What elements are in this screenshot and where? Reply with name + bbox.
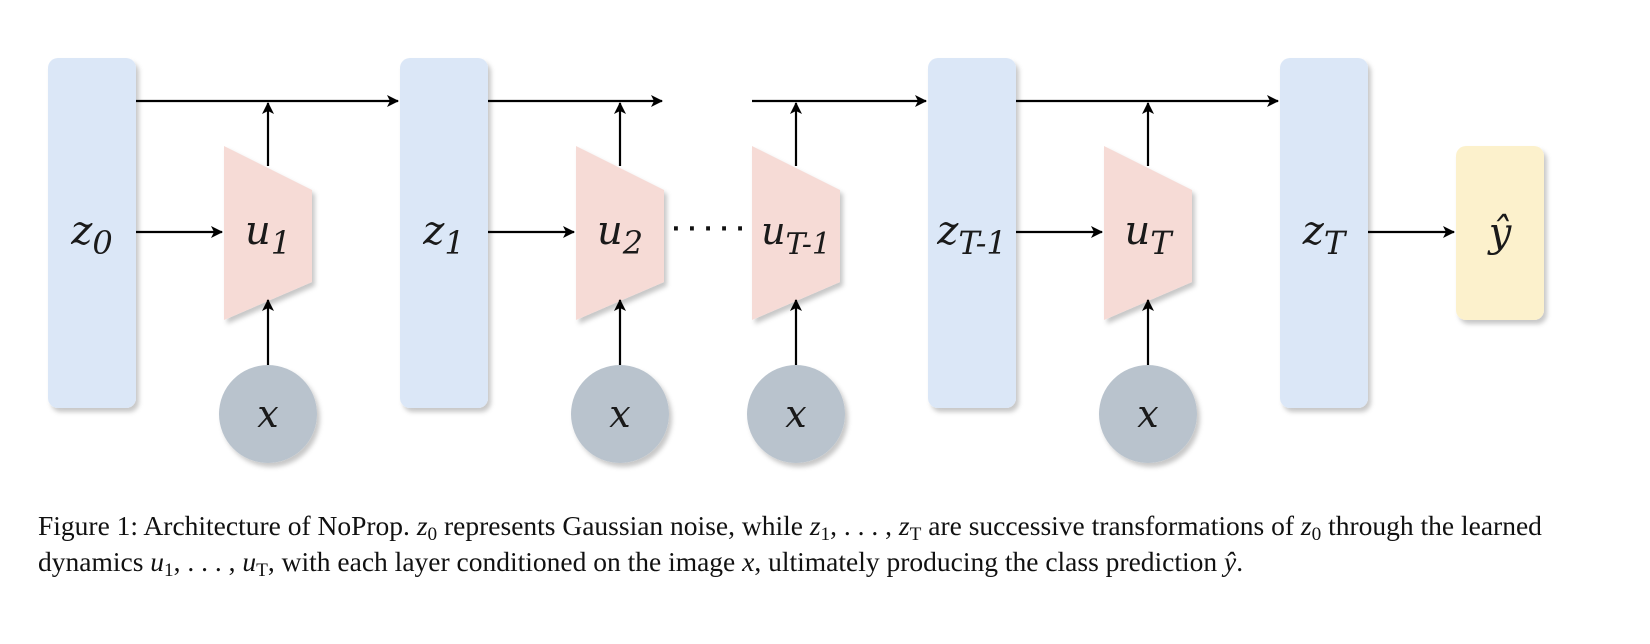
- block-u1: [224, 146, 312, 320]
- ellipsis-dots: · · · · ·: [672, 217, 744, 242]
- caption-text-5: , ultimately producing the class predict…: [754, 546, 1225, 577]
- caption-z0-sub: 0: [427, 523, 438, 545]
- caption-zT-sub: T: [909, 523, 922, 545]
- block-u2: [576, 146, 664, 320]
- label-x-1: x: [257, 392, 278, 436]
- state-box-zT: [1280, 58, 1368, 408]
- input-circle-x-1: [219, 365, 317, 463]
- label-yhat: ŷ: [1487, 210, 1513, 256]
- block-uT-1: [752, 146, 840, 320]
- caption-x: x: [742, 546, 755, 577]
- caption-u1: u: [150, 546, 165, 577]
- caption-text-1: represents Gaussian noise, while: [437, 510, 810, 541]
- caption-zT: z: [898, 510, 910, 541]
- label-u1: u1: [245, 208, 291, 262]
- caption-prefix: Figure 1: Architecture of NoProp.: [38, 510, 417, 541]
- caption-z1: z: [809, 510, 821, 541]
- label-zT-1: zT-1: [936, 208, 1006, 262]
- label-zT: zT: [1302, 208, 1348, 262]
- state-box-zT-1: [928, 58, 1016, 408]
- input-circle-x-2: [571, 365, 669, 463]
- caption-text-4: , with each layer conditioned on the ima…: [267, 546, 743, 577]
- caption-dots-2: , . . . ,: [173, 546, 243, 577]
- caption-yhat: ŷ: [1224, 546, 1237, 577]
- label-x-2: x: [609, 392, 630, 436]
- caption-u1-sub: 1: [164, 559, 174, 581]
- figure-caption: Figure 1: Architecture of NoProp. z0 rep…: [38, 508, 1613, 580]
- label-uT-1: uT-1: [761, 209, 831, 262]
- output-box-yhat: [1456, 146, 1544, 320]
- state-box-z1: [400, 58, 488, 408]
- noprop-architecture-diagram: · · · · · z0 z1 zT-1 zT u1 u2 uT-1 uT x …: [48, 58, 1544, 463]
- caption-z0: z: [416, 510, 428, 541]
- caption-z0b: z: [1300, 510, 1312, 541]
- state-box-z0: [48, 58, 136, 408]
- caption-z0b-sub: 0: [1311, 523, 1322, 545]
- label-uT: uT: [1124, 208, 1174, 262]
- caption-uT-sub: T: [256, 559, 268, 581]
- label-u2: u2: [597, 208, 643, 262]
- caption-z1-sub: 1: [820, 523, 831, 545]
- input-circle-x-3: [747, 365, 845, 463]
- input-circle-x-4: [1099, 365, 1197, 463]
- label-x-4: x: [1137, 392, 1158, 436]
- caption-text-6: .: [1236, 546, 1244, 577]
- caption-text-3: through the learned dynamics: [38, 510, 1542, 577]
- caption-dots-1: , . . . ,: [830, 510, 899, 541]
- caption-text-2: are successive transformations of: [921, 510, 1301, 541]
- label-x-3: x: [785, 392, 806, 436]
- label-z0: z0: [70, 208, 112, 262]
- block-uT: [1104, 146, 1192, 320]
- caption-uT: u: [242, 546, 257, 577]
- label-z1: z1: [422, 208, 464, 262]
